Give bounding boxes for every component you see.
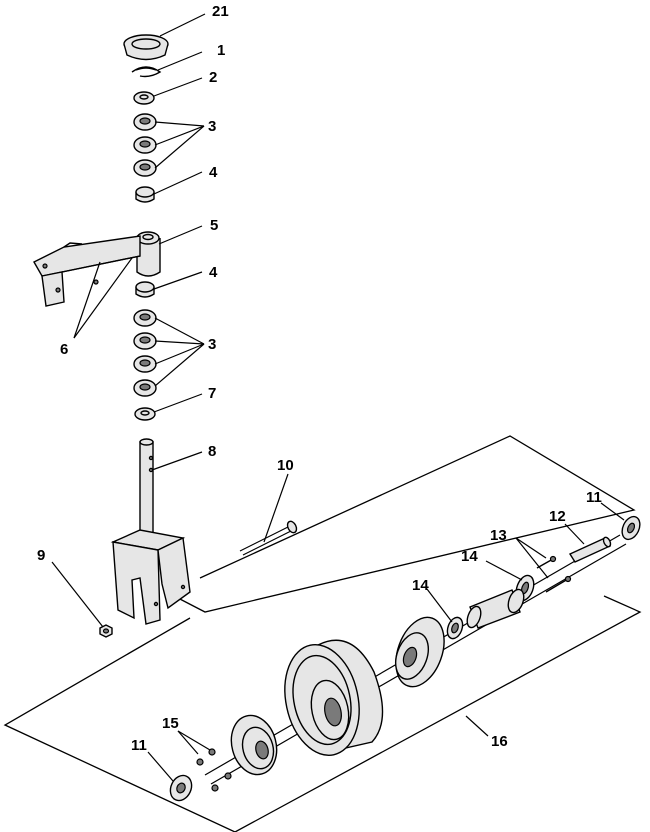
part-11-washer-left [169, 774, 193, 802]
callout-6: 6 [60, 341, 68, 358]
part-7-thrust-washer [134, 407, 156, 421]
part-10-axle-bolt [239, 520, 298, 556]
callout-2: 2 [209, 69, 217, 86]
wheel-group-frame [3, 595, 642, 832]
part-14-hub-bearing-left [446, 616, 464, 640]
callout-3-upper: 3 [208, 118, 216, 135]
callout-9: 9 [37, 547, 45, 564]
callout-labels: 21 1 2 3 4 5 4 6 3 7 8 10 9 11 12 13 14 … [37, 3, 602, 754]
part-21-dust-cap [123, 34, 169, 61]
part-15-rim-fasteners [196, 748, 232, 792]
part-3-bearings-lower [133, 309, 157, 397]
part-6-mounting-bracket [33, 235, 141, 307]
fork-group-frame [175, 435, 636, 613]
part-4-bushing-lower [135, 281, 155, 298]
part-13-grease-fittings [536, 555, 572, 593]
callout-4-upper: 4 [209, 164, 218, 181]
leader-lines [51, 13, 625, 782]
callout-3-lower: 3 [208, 336, 216, 353]
callout-11-left: 11 [131, 737, 147, 754]
callout-11-right: 11 [586, 489, 602, 506]
part-5-pivot-housing [136, 231, 161, 277]
callout-7: 7 [208, 385, 216, 402]
part-4-bushing-upper [135, 186, 155, 203]
wheel-hub-tube [466, 588, 525, 629]
part-12-spacer-sleeve [568, 536, 612, 563]
callout-5: 5 [210, 217, 218, 234]
wheel-rim-half-right [394, 616, 445, 688]
part-2-washer [133, 91, 155, 105]
wheel-rim-half-left [230, 714, 278, 776]
part-1-retaining-clip [131, 66, 162, 78]
callout-16: 16 [491, 733, 508, 750]
part-3-bearings-upper [133, 113, 157, 177]
callout-14-left: 14 [412, 577, 429, 594]
part-11-washer-right [621, 515, 641, 541]
part-9-lock-nut [99, 624, 113, 638]
callout-4-lower: 4 [209, 264, 218, 281]
callout-21: 21 [212, 3, 229, 20]
callout-10: 10 [277, 457, 294, 474]
part-8-caster-fork [110, 438, 191, 625]
callout-15: 15 [162, 715, 179, 732]
callout-14-right: 14 [461, 548, 478, 565]
wheel-tire [284, 639, 384, 756]
callout-8: 8 [208, 443, 216, 460]
callout-1: 1 [217, 42, 225, 59]
callout-12: 12 [549, 508, 566, 525]
callout-13: 13 [490, 527, 507, 544]
